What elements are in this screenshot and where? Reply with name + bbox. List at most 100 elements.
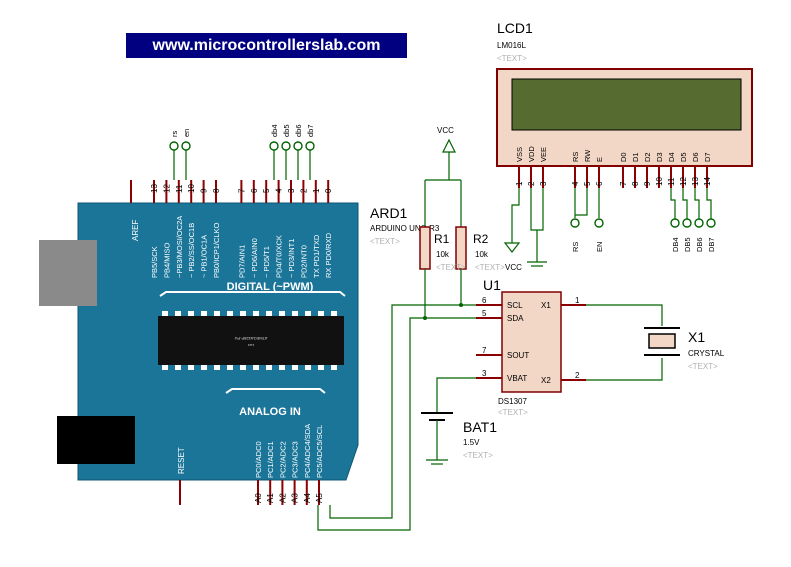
terminal-db6[interactable] (293, 141, 303, 151)
terminal-db4[interactable] (269, 141, 279, 151)
digital-pin-number: 12 (162, 184, 171, 193)
rtc-ref: U1 (483, 277, 501, 293)
resistor-r1[interactable] (419, 226, 431, 270)
chip-leg (201, 311, 207, 316)
chip-leg (292, 311, 298, 316)
chip-leg (175, 311, 181, 316)
lcd-pin-label: D0 (619, 152, 628, 162)
crystal-x1[interactable] (644, 327, 680, 356)
analog-pin-number: A3 (291, 493, 300, 503)
lcd-pin-number: 6 (595, 181, 604, 186)
lcd-terminal-rs[interactable] (570, 218, 580, 228)
website-banner: www.microcontrollerslab.com (126, 33, 407, 58)
lcd-pin-number: 8 (631, 181, 640, 186)
lcd-terminal-label: DB7 (707, 237, 716, 252)
battery-bat1[interactable] (421, 412, 453, 421)
r2-value: 10k (475, 250, 489, 259)
chip-leg (201, 365, 207, 370)
lcd-pin-number: 13 (691, 177, 700, 186)
chip-leg (305, 311, 311, 316)
lcd-terminal-label: DB6 (695, 237, 704, 252)
terminal-label: db7 (306, 124, 315, 137)
arduino-board[interactable]: DIGITAL (~PWM) ATMEGA328P-PU 1121 ANALOG… (39, 180, 359, 505)
chip-marking: ATMEGA328P-PU (234, 336, 267, 341)
lcd-pin-number: 4 (571, 181, 580, 186)
lcd-pin-number: 12 (679, 177, 688, 186)
lcd-module[interactable]: VSS1VDD2VEE3RS4RW5E6D07D18D29D310D411D51… (496, 68, 753, 188)
terminal-label: db4 (270, 124, 279, 137)
wire-x1 (586, 304, 663, 326)
chip-leg (162, 311, 168, 316)
chip-leg (175, 365, 181, 370)
lcd-terminal-db5[interactable] (682, 218, 692, 228)
reset-label: RESET (177, 447, 186, 474)
rtc-pin-number: 6 (482, 296, 487, 305)
lcd-terminal-en[interactable] (594, 218, 604, 228)
wire-sda (317, 317, 496, 531)
chip-leg (318, 311, 324, 316)
wire-scl (329, 304, 496, 519)
terminal-rs[interactable] (169, 141, 179, 151)
chip-leg (279, 311, 285, 316)
aref-label: AREF (131, 220, 140, 241)
chip-pins-top (162, 311, 337, 316)
chip-leg (331, 365, 337, 370)
lcd-data-wire (706, 188, 712, 219)
digital-pin-label: ~ PB1/OC1A (200, 235, 209, 278)
analog-pin-label: PC1/ADC1 (266, 441, 275, 478)
crystal-model: CRYSTAL (688, 349, 725, 358)
chip-leg (266, 365, 272, 370)
digital-pin-label: ~ PD3/INT1 (287, 239, 296, 278)
lcd-pin-label: D6 (691, 152, 700, 162)
lcd-terminal-db6[interactable] (694, 218, 704, 228)
lcd-pin-label: VDD (527, 146, 536, 162)
digital-pin-number: 6 (250, 188, 259, 193)
rtc-pin-number: 7 (482, 346, 487, 355)
digital-pin-number: 4 (275, 188, 284, 193)
terminal-db7[interactable] (305, 141, 315, 151)
digital-label: DIGITAL (~PWM) (227, 281, 314, 293)
digital-pin-number: 5 (262, 188, 271, 193)
crystal-ref: X1 (688, 329, 705, 345)
rtc-text-placeholder: <TEXT> (498, 408, 528, 417)
lcd-pin-label: VSS (515, 147, 524, 162)
chip-leg (240, 311, 246, 316)
rtc-pin-label: SDA (507, 314, 524, 323)
digital-pin-label: ~ PB2/SS/OC1B (187, 223, 196, 278)
arduino-ref: ARD1 (370, 205, 408, 221)
terminal-db5[interactable] (281, 141, 291, 151)
digital-pin-label: PD2/INT0 (299, 245, 308, 278)
analog-pin-label: PC3/ADC3 (291, 441, 300, 478)
digital-pin-number: 2 (299, 188, 308, 193)
digital-pin-label: RX PD0/RXD (324, 232, 333, 278)
chip-marking-sub: 1121 (247, 343, 254, 347)
analog-pin-number: A4 (303, 493, 312, 503)
lcd-pin-label: D4 (667, 152, 676, 162)
terminal-label: db6 (294, 124, 303, 137)
digital-pin-number: 1 (312, 188, 321, 193)
digital-pin-label: PB4/MISO (162, 242, 171, 278)
lcd-pin-label: E (595, 157, 604, 162)
wire-x2 (586, 358, 663, 381)
digital-pin-number: 13 (150, 184, 159, 193)
lcd-terminal-db4[interactable] (670, 218, 680, 228)
lcd-data-wire (670, 188, 676, 219)
analog-pins: A0PC0/ADC0A1PC1/ADC1A2PC2/ADC2A3PC3/ADC3… (254, 424, 324, 505)
digital-pin-number: 10 (187, 184, 196, 193)
chip-leg (227, 311, 233, 316)
digital-pin-label: ~PB3/MOSI/OC2A (175, 216, 184, 278)
analog-pin-label: PC5/ADC5/SCL (315, 425, 324, 478)
terminal-en[interactable] (181, 141, 191, 151)
vcc-arrow (442, 138, 456, 153)
lcd-pin-number: 11 (667, 177, 676, 186)
lcd-terminal-db7[interactable] (706, 218, 716, 228)
lcd-pin-label: RS (571, 152, 580, 162)
rtc-pin-label: X2 (541, 376, 551, 385)
wire-vss (511, 188, 520, 243)
rtc-pin-number: 2 (575, 371, 580, 380)
lcd-model: LM016L (497, 41, 526, 50)
